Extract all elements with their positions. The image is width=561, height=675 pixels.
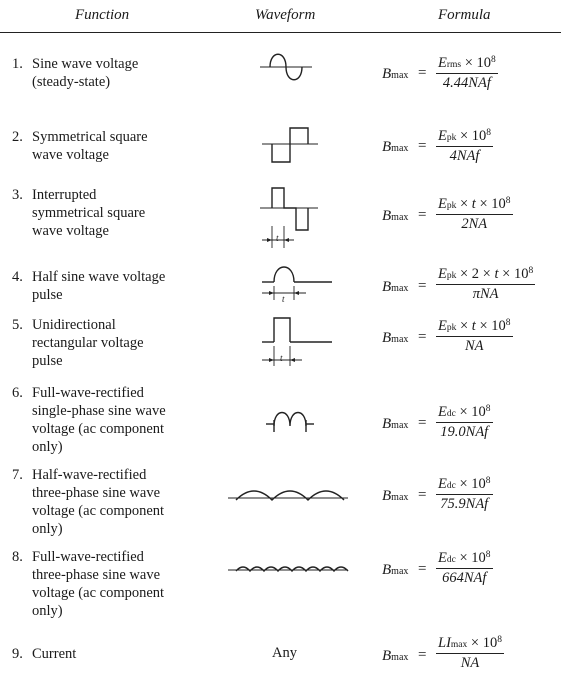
duration-label: t: [280, 353, 283, 363]
row-number: 6.: [12, 385, 23, 401]
duration-label: t: [282, 294, 285, 304]
function-description: Sine wave voltage(steady-state): [32, 56, 139, 90]
row-number: 9.: [12, 646, 23, 662]
sine-wave-icon: [260, 53, 312, 81]
header-formula: Formula: [438, 7, 491, 23]
row-number: 5.: [12, 317, 23, 333]
waveform-any-text: Any: [272, 645, 297, 661]
full-wave-rectified-single-phase-icon: [266, 411, 314, 432]
half-sine-pulse-icon: [262, 266, 332, 300]
header-rule: [0, 32, 561, 33]
row-number: 8.: [12, 549, 23, 565]
row-number: 2.: [12, 129, 23, 145]
duration-label: t: [276, 233, 279, 243]
row-number: 1.: [12, 56, 23, 72]
row-number: 4.: [12, 269, 23, 285]
row-number: 3.: [12, 187, 23, 203]
function-description: Current: [32, 646, 77, 662]
full-wave-rectified-three-phase-icon: [228, 566, 349, 573]
header-function: Function: [75, 7, 130, 23]
row-number: 7.: [12, 467, 23, 483]
interrupted-square-wave-icon: [260, 187, 318, 248]
rectangular-pulse-icon: [262, 317, 332, 366]
square-wave-icon: [262, 127, 318, 163]
header-waveform: Waveform: [255, 7, 316, 23]
half-wave-rectified-three-phase-icon: [228, 490, 348, 501]
